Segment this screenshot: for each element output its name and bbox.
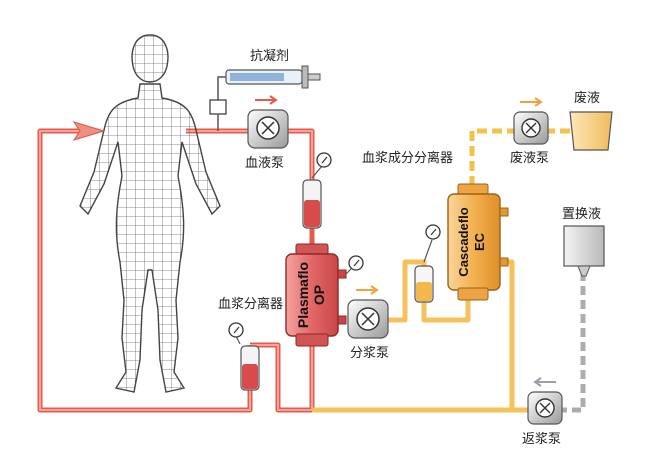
pump-icon	[347, 299, 389, 339]
return-pump-label: 返浆泵	[522, 432, 561, 447]
waste-pump-label: 废液泵	[510, 150, 549, 166]
blood-pump-label: 血液泵	[245, 156, 284, 171]
plasma-separator-device: Plasmaflo OP	[285, 243, 364, 347]
fractionator-name-line2: EC	[472, 232, 487, 251]
anticoagulant-label: 抗凝剂	[250, 48, 289, 64]
pressure-gauge-icon	[228, 322, 244, 345]
fluid-bag-icon	[563, 225, 605, 277]
plasma-pump-label: 分浆泵	[350, 346, 389, 361]
separator-name-line2: OP	[311, 285, 327, 305]
pressure-gauge-icon	[423, 224, 441, 263]
human-body-icon	[79, 34, 221, 393]
flow-arrow-icon	[72, 121, 106, 141]
drip-chamber-icon	[302, 179, 322, 229]
replacement-tubing	[560, 272, 586, 413]
fluid-bag-icon	[569, 111, 613, 151]
plasma-fractionator-label: 血浆成分分离器	[362, 150, 453, 166]
flow-arrow-icon	[533, 377, 556, 387]
drip-chamber-icon	[414, 265, 434, 303]
flow-arrow-icon	[255, 95, 278, 105]
replacement-fluid-label: 置换液	[562, 207, 601, 222]
fractionator-name-line1: Cascadeflo	[456, 207, 471, 276]
pump-icon	[247, 109, 289, 149]
plasma-separator-label: 血浆分离器	[218, 296, 283, 312]
drip-chamber-icon	[240, 345, 260, 391]
waste-tubing	[469, 128, 570, 186]
pump-icon	[513, 111, 549, 145]
plasma-fractionator-device: Cascadeflo EC	[447, 183, 509, 301]
flow-arrow-icon	[520, 97, 543, 107]
syringe-icon	[209, 65, 321, 131]
pressure-gauge-icon	[311, 152, 332, 179]
flow-arrow-icon	[356, 285, 379, 295]
waste-fluid-label: 废液	[574, 90, 600, 106]
separator-name-line1: Plasmaflo	[295, 262, 311, 328]
pump-icon	[527, 391, 563, 425]
